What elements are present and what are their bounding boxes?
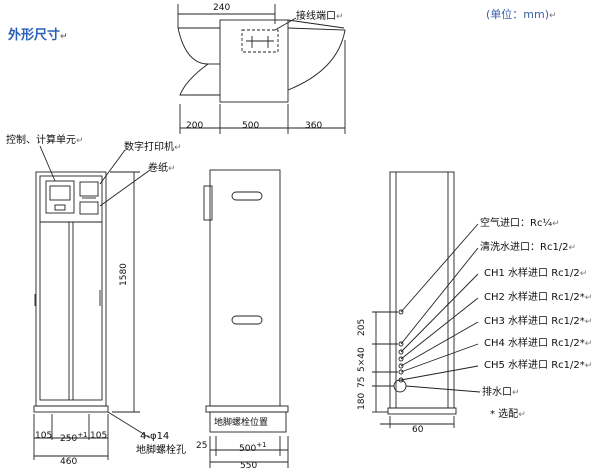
dim-105-right: 105 <box>90 431 108 441</box>
return-mark-icon: ↵ <box>60 32 68 42</box>
port-label-ch3: CH3 水样进口 Rc1/2*↵ <box>484 316 593 327</box>
dim-205: 205 <box>357 318 367 336</box>
control-unit-label: 控制、计算单元↵ <box>6 135 84 146</box>
paper-label: 卷纸↵ <box>148 163 176 174</box>
return-mark-icon: ↵ <box>168 164 176 174</box>
dim-25: 25 <box>196 441 208 451</box>
printer-label: 数字打印机↵ <box>124 142 182 153</box>
return-mark-icon: ↵ <box>336 12 344 22</box>
dim-550: 550 <box>240 461 258 471</box>
front-view <box>33 145 151 460</box>
port-label-ch2: CH2 水样进口 Rc1/2*↵ <box>484 292 593 303</box>
return-mark-icon: ↵ <box>568 243 577 253</box>
page-title: 外形尺寸↵ <box>8 28 68 43</box>
dim-500-side: 500+1 <box>239 441 267 454</box>
return-mark-icon: ↵ <box>549 11 557 21</box>
right-view <box>372 171 481 428</box>
dim-180: 180 <box>357 392 367 410</box>
dim-200: 200 <box>186 121 204 131</box>
port-label-ch4: CH4 水样进口 Rc1/2*↵ <box>484 338 593 349</box>
port-label-ch1: CH1 水样进口 Rc1/2↵ <box>484 268 588 279</box>
bolt-position-label: 地脚螺栓位置 <box>214 418 269 428</box>
return-mark-icon: ↵ <box>584 361 593 371</box>
dim-460: 460 <box>60 457 78 467</box>
dim-5x40: 5×40 <box>357 347 367 372</box>
dim-1580: 1580 <box>119 263 129 286</box>
port-label-ch5: CH5 水样进口 Rc1/2*↵ <box>484 360 593 371</box>
return-mark-icon: ↵ <box>552 219 560 229</box>
return-mark-icon: ↵ <box>584 293 593 303</box>
return-mark-icon: ↵ <box>512 388 520 398</box>
port-label-air: 空气进口：Rc¼↵ <box>480 218 560 229</box>
hole-spec: 4-φ14 <box>140 431 170 442</box>
return-mark-icon: ↵ <box>518 410 526 420</box>
dim-240: 240 <box>213 3 231 13</box>
return-mark-icon: ↵ <box>584 317 593 327</box>
side-view <box>203 169 289 468</box>
hole-label: 地脚螺栓孔 <box>136 445 186 456</box>
dim-60: 60 <box>412 425 424 435</box>
return-mark-icon: ↵ <box>584 339 593 349</box>
return-mark-icon: ↵ <box>174 143 182 153</box>
dim-105-left: 105 <box>35 431 53 441</box>
port-label-wash: 清洗水进口：Rc1/2↵ <box>480 242 577 253</box>
dim-250: 250+1 <box>60 431 88 444</box>
optional-note: * 选配↵ <box>490 409 526 420</box>
terminal-label: 接线端口↵ <box>296 11 344 22</box>
dim-75: 75 <box>357 376 367 388</box>
top-view <box>177 4 346 134</box>
unit-label: (单位：mm)↵ <box>486 8 557 21</box>
dim-360: 360 <box>305 121 323 131</box>
drain-label: 排水口↵ <box>482 387 520 398</box>
return-mark-icon: ↵ <box>76 136 84 146</box>
return-mark-icon: ↵ <box>579 269 588 279</box>
dim-500: 500 <box>242 121 260 131</box>
